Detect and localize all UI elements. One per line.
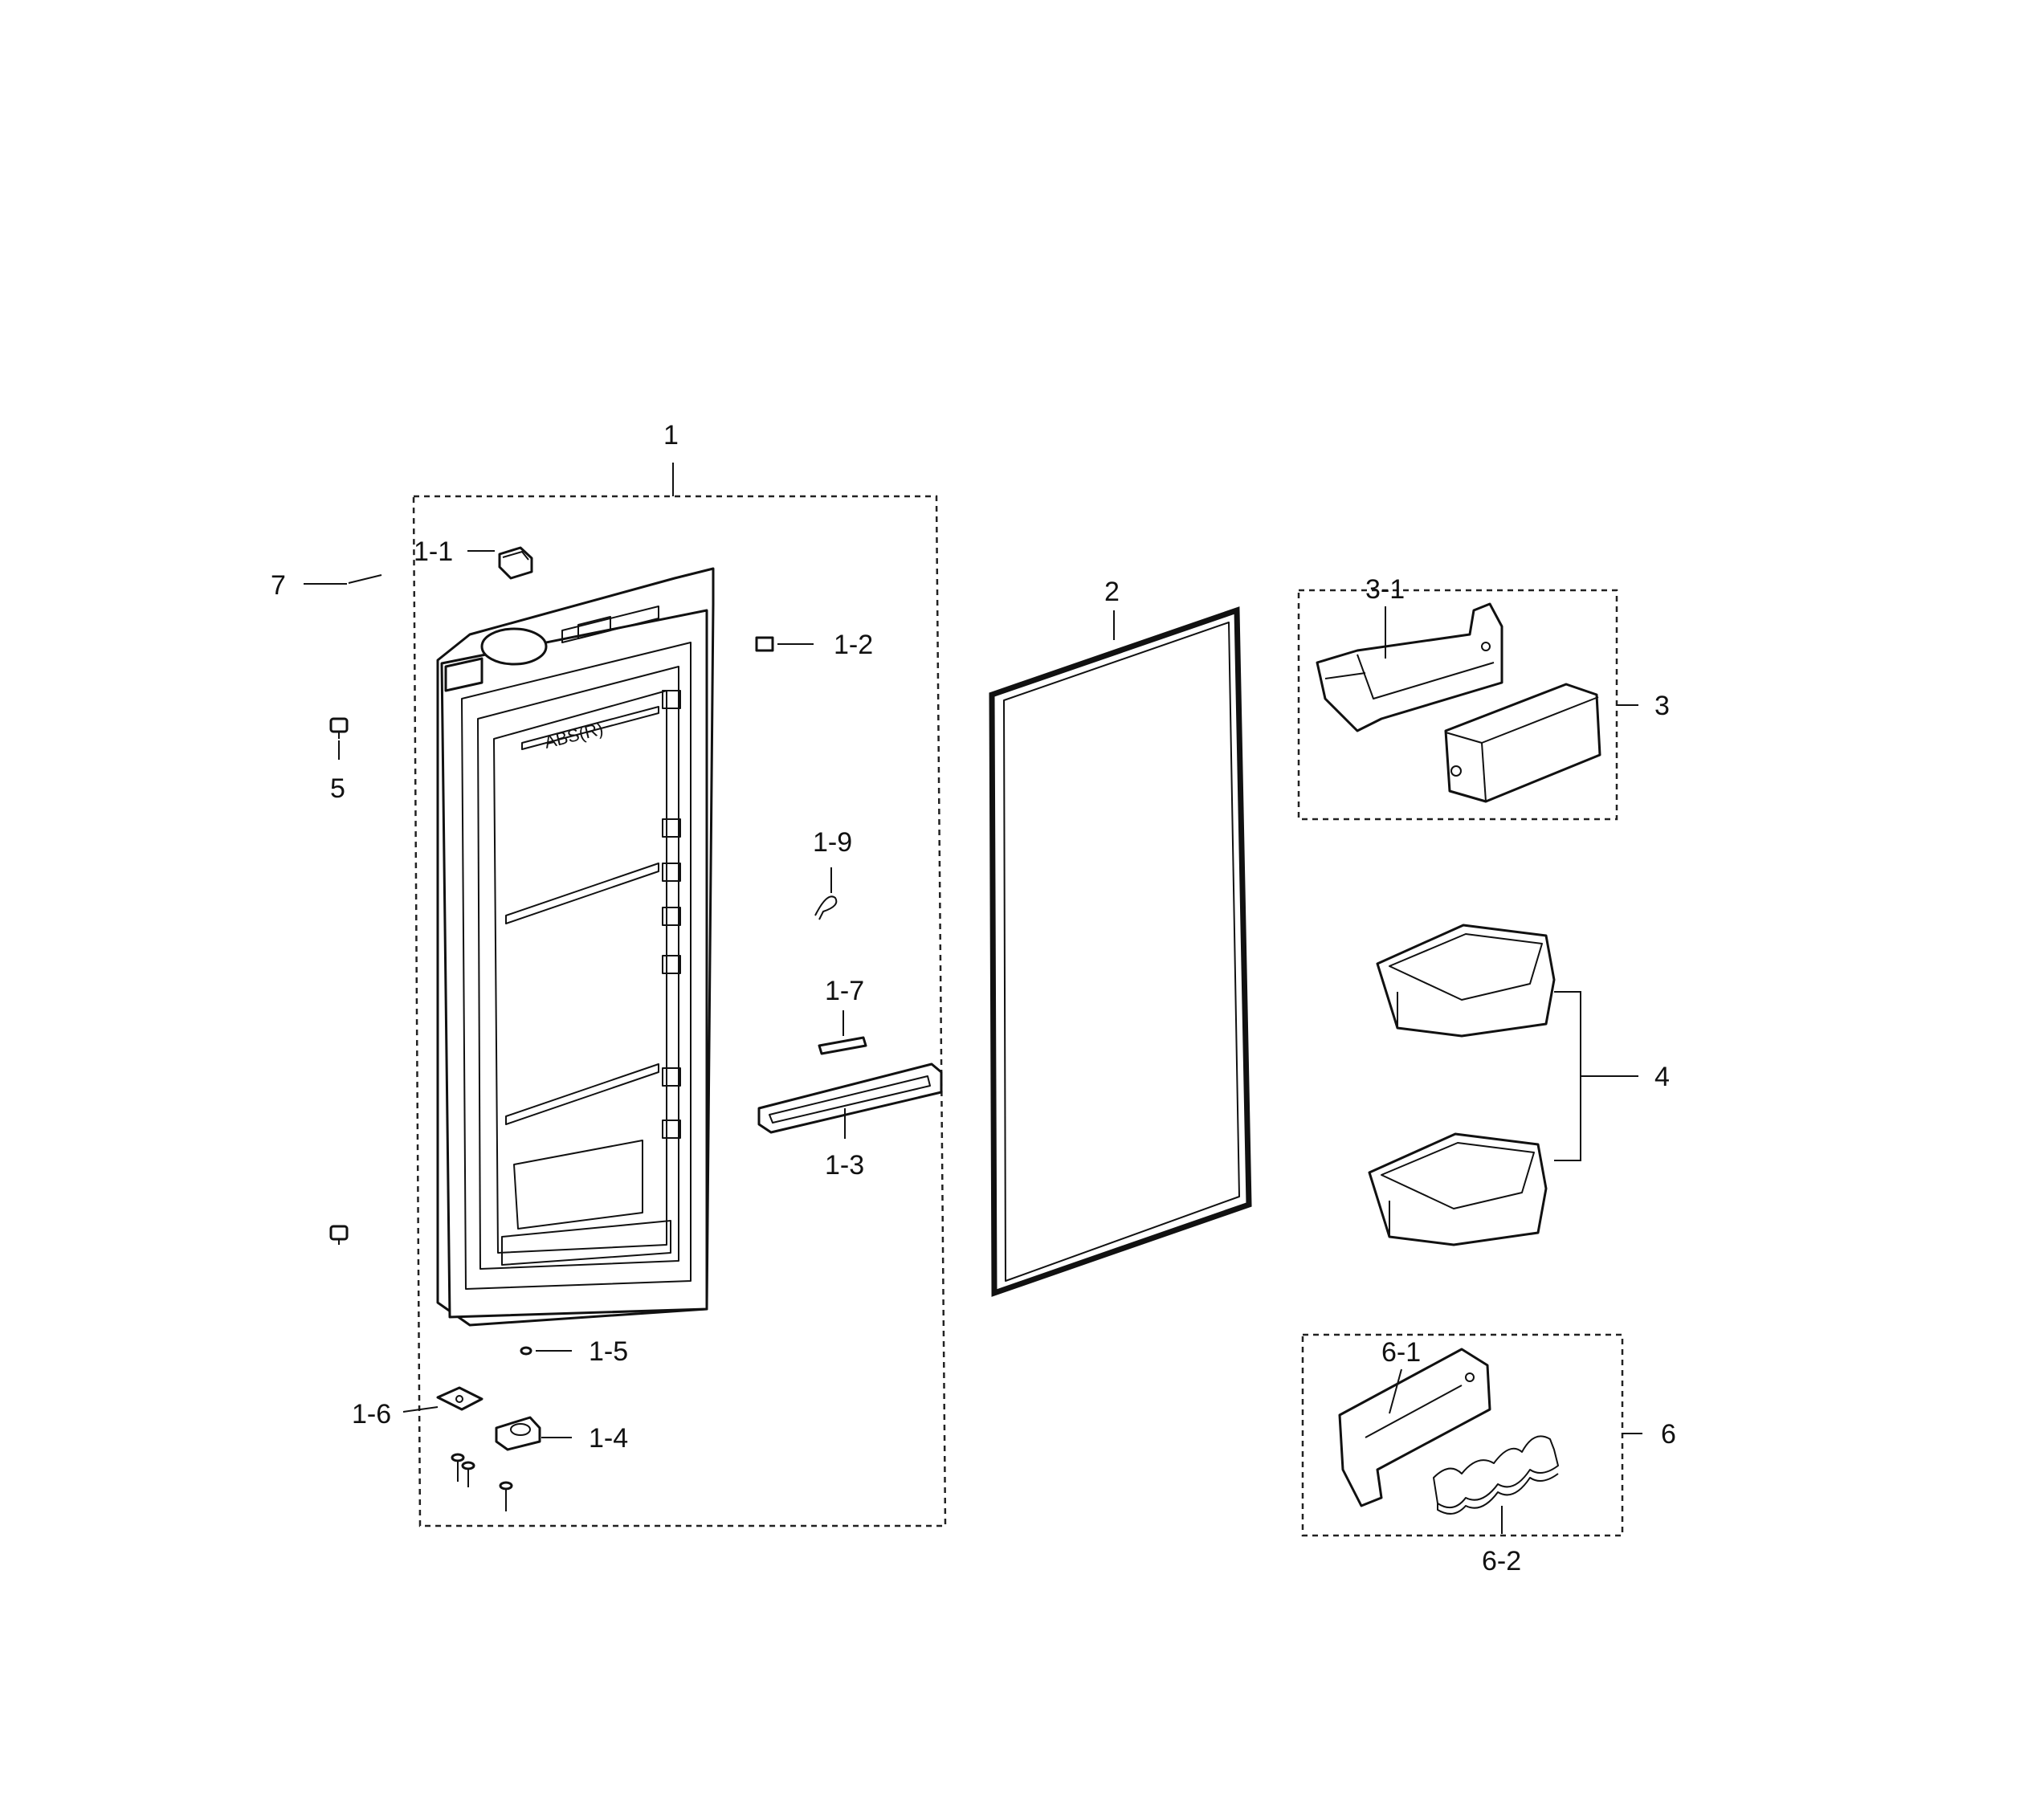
part-1-2 [755, 636, 774, 652]
callout-6-2: 6-2 [1482, 1546, 1521, 1576]
part-6-1 [1338, 1348, 1491, 1507]
callout-1-7: 1-7 [825, 976, 864, 1006]
part-5 [329, 717, 349, 1245]
part-3-1 [1316, 602, 1503, 732]
screws-group-1 [451, 1453, 513, 1511]
callout-1-6: 1-6 [352, 1399, 391, 1430]
callout-1-9: 1-9 [813, 827, 852, 858]
part-1-5 [520, 1346, 532, 1356]
callout-4: 4 [1654, 1062, 1670, 1092]
part-6-2 [1433, 1435, 1559, 1515]
part-1-4 [495, 1416, 541, 1451]
callout-1-5: 1-5 [589, 1336, 628, 1367]
group-box-1 [412, 495, 947, 1527]
part-4-bin-upper [1376, 924, 1556, 1038]
part-1-1 [498, 546, 533, 580]
door-liner: ABS(R) [436, 567, 715, 1327]
callout-3-1: 3-1 [1365, 574, 1405, 605]
callout-2: 2 [1104, 577, 1120, 607]
group-box-6 [1301, 1333, 1624, 1537]
callout-1-2: 1-2 [834, 630, 873, 660]
part-1-3 [757, 1062, 943, 1134]
callout-6: 6 [1661, 1419, 1676, 1450]
callout-5: 5 [330, 773, 345, 804]
callout-1: 1 [663, 420, 679, 451]
part-4-bin-lower [1368, 1132, 1548, 1246]
callout-1-1: 1-1 [414, 536, 453, 567]
part-1-7 [818, 1036, 867, 1055]
part-2-gasket [989, 606, 1252, 1297]
part-7 [348, 574, 382, 584]
callout-7: 7 [271, 570, 286, 601]
bracket-4 [1554, 991, 1638, 1161]
callout-1-4: 1-4 [589, 1423, 628, 1454]
callout-3: 3 [1654, 691, 1670, 721]
callout-1-3: 1-3 [825, 1150, 864, 1181]
part-3-cover [1444, 683, 1601, 803]
part-1-9 [814, 895, 838, 920]
callout-6-1: 6-1 [1381, 1337, 1421, 1368]
part-1-6 [436, 1386, 483, 1411]
